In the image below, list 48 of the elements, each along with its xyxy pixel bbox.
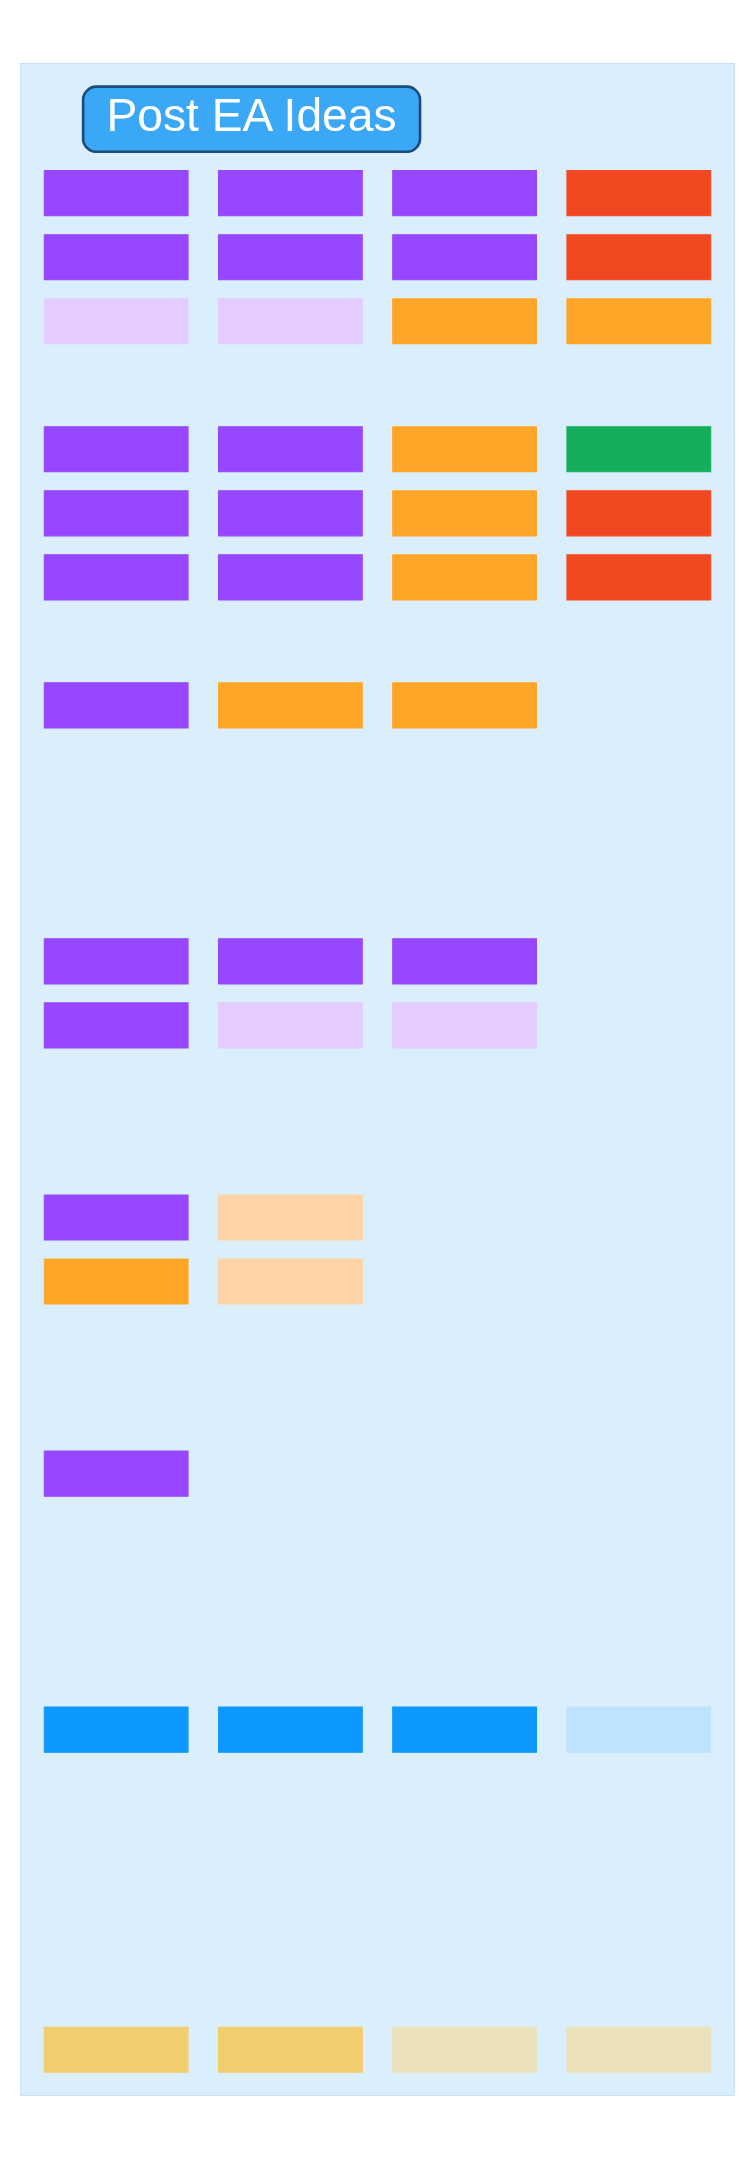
- node-box: [43, 1450, 189, 1497]
- node-box: [43, 1258, 189, 1305]
- node-box: [217, 170, 363, 217]
- node-box: [392, 426, 538, 473]
- node-box: [217, 2026, 363, 2073]
- node-box: [392, 170, 538, 217]
- node-box: [43, 554, 189, 601]
- cluster: [20, 63, 735, 2096]
- node-box: [217, 938, 363, 985]
- node-box: [392, 1002, 538, 1049]
- node-box: [43, 426, 189, 473]
- node-box: [43, 2026, 189, 2073]
- node-box: [217, 234, 363, 281]
- node-box: [43, 234, 189, 281]
- node-box: [392, 490, 538, 537]
- node-box: [43, 170, 189, 217]
- node-box: [566, 298, 712, 345]
- node-box: [43, 298, 189, 345]
- node-box: [217, 1194, 363, 1241]
- node-box: [392, 234, 538, 281]
- node-box: [392, 1706, 538, 1753]
- node-box: [392, 554, 538, 601]
- node-box: [566, 426, 712, 473]
- node-box: [43, 490, 189, 537]
- node-box: [392, 682, 538, 729]
- node-box: [392, 2026, 538, 2073]
- node-box: [217, 554, 363, 601]
- node-box: [43, 682, 189, 729]
- node-box: [43, 1194, 189, 1241]
- node-box: [217, 298, 363, 345]
- node-box: [392, 938, 538, 985]
- node-box: [43, 1706, 189, 1753]
- node-box: [566, 2026, 712, 2073]
- node-box: Post EA Ideas: [81, 85, 422, 154]
- node-box: [566, 170, 712, 217]
- node-box: [566, 234, 712, 281]
- node-box: [217, 1002, 363, 1049]
- node-box: [43, 938, 189, 985]
- node-box: [566, 554, 712, 601]
- node-box: [217, 682, 363, 729]
- node-box: [43, 1002, 189, 1049]
- node-box: [566, 1706, 712, 1753]
- node-box: [217, 1258, 363, 1305]
- node-box: [217, 426, 363, 473]
- node-box: [217, 1706, 363, 1753]
- node-box: [392, 298, 538, 345]
- node-box: [566, 490, 712, 537]
- node-box: [217, 490, 363, 537]
